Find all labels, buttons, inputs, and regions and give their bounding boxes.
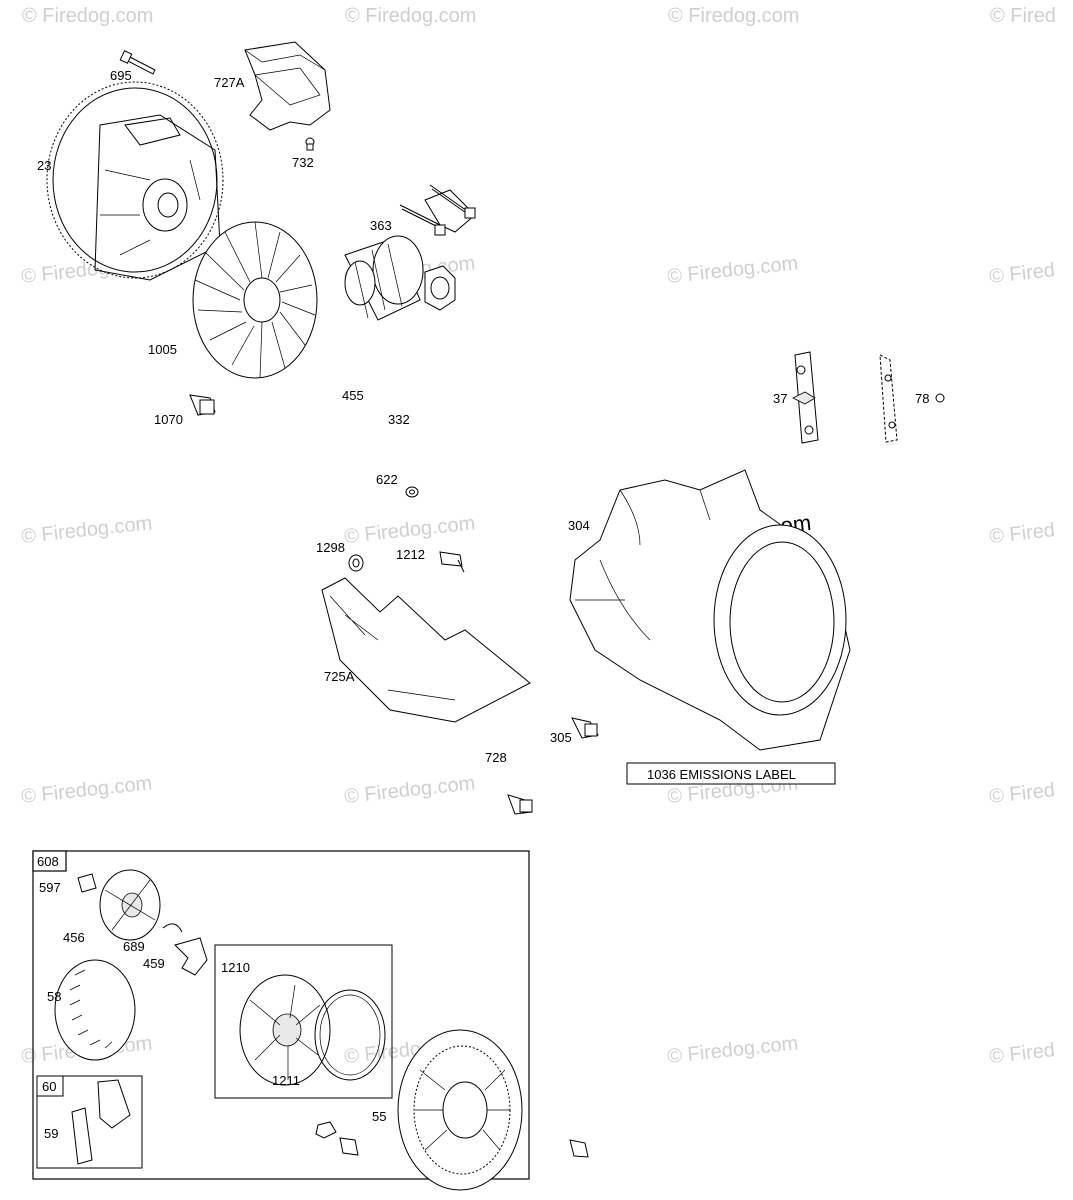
part-label-1005: 1005	[148, 342, 177, 357]
part-label-622: 622	[376, 472, 398, 487]
spring-58-drawing	[54, 959, 136, 1061]
watermark: © Firedog.com	[666, 1032, 799, 1068]
watermark: © Firedog.com	[343, 772, 476, 808]
shield-727a-drawing	[244, 41, 331, 131]
spring-1211-drawing	[314, 989, 386, 1081]
part-label-1211: 1211	[272, 1073, 300, 1088]
watermark: © Fired	[988, 1039, 1056, 1068]
housing-304-drawing	[569, 469, 851, 751]
part-label-1212: 1212	[396, 547, 425, 562]
nut-drawing	[315, 1121, 337, 1139]
gasket-78-drawing	[879, 354, 945, 443]
screw-loose-drawing	[569, 1139, 589, 1158]
part-label-597: 597	[39, 880, 61, 895]
watermark: © Firedog.com	[345, 5, 476, 27]
watermark: © Firedog.com	[22, 5, 153, 27]
part-label-23: 23	[37, 158, 51, 173]
screw-597-drawing	[77, 873, 97, 893]
screw-drawing	[339, 1137, 359, 1156]
part-label-363: 363	[370, 218, 392, 233]
grommet-1298-drawing	[348, 554, 364, 572]
kit-60-tag	[36, 1075, 64, 1097]
pawl-459-drawing	[174, 937, 208, 976]
kit-60-frame	[36, 1075, 143, 1169]
watermark: © Fired	[988, 519, 1056, 548]
clip-689-drawing	[162, 923, 183, 933]
part-label-59: 59	[44, 1126, 58, 1141]
plate-37-drawing	[792, 351, 819, 444]
part-label-732: 732	[292, 155, 314, 170]
watermark: © Fired	[990, 5, 1056, 27]
part-label-459: 459	[143, 956, 165, 971]
starter-kit-608: 608 597 456 689 459 58 1210	[32, 850, 530, 1191]
watermark: © Fired	[988, 259, 1056, 288]
part-label-689: 689	[123, 939, 145, 954]
part-label-37: 37	[773, 391, 787, 406]
nut-332-drawing	[424, 265, 456, 311]
washer-622-drawing	[405, 486, 419, 498]
part-label-78: 78	[915, 391, 929, 406]
part-label-727a: 727A	[214, 75, 245, 90]
watermark: © Firedog.com	[666, 252, 799, 288]
watermark: © Firedog.com	[668, 5, 799, 27]
part-label-60: 60	[42, 1079, 56, 1094]
fan-1005-drawing	[192, 221, 318, 379]
part-label-725a: 725A	[324, 669, 355, 684]
watermark: © Fired	[988, 779, 1056, 808]
part-label-456: 456	[63, 930, 85, 945]
plate-456-drawing	[99, 869, 161, 941]
bracket-363-drawing	[399, 184, 476, 236]
flywheel-drawing	[46, 81, 224, 281]
cup-455-drawing	[344, 235, 424, 321]
part-label-695: 695	[110, 68, 132, 83]
screw-305-drawing	[571, 717, 599, 739]
handle-insert-59-drawing	[71, 1107, 93, 1165]
handle-60-drawing	[97, 1079, 131, 1129]
bolt-695-drawing	[119, 50, 156, 75]
kit-608-frame	[32, 850, 530, 1180]
screw-732-drawing	[305, 137, 315, 151]
screw-1070-drawing	[189, 394, 216, 416]
stud-1212-drawing	[439, 551, 465, 573]
part-label-455: 455	[342, 388, 364, 403]
kit-1210-frame	[214, 944, 393, 1099]
part-label-1070: 1070	[154, 412, 183, 427]
cover-725a-drawing	[321, 577, 531, 723]
starter-housing-55-drawing	[397, 1029, 523, 1191]
part-label-304: 304	[568, 518, 590, 533]
pulley-1210-drawing	[239, 974, 331, 1086]
part-label-1210: 1210	[221, 960, 250, 975]
watermark: © Firedog.com	[20, 512, 153, 548]
watermark: © Firedog.com	[20, 772, 153, 808]
part-label-332: 332	[388, 412, 410, 427]
emissions-label-box	[626, 762, 836, 785]
kit-608-tag	[32, 850, 67, 872]
part-label-728: 728	[485, 750, 507, 765]
watermark: © Firedog.com	[343, 512, 476, 548]
part-label-305: 305	[550, 730, 572, 745]
part-label-608: 608	[37, 854, 59, 869]
part-label-1298: 1298	[316, 540, 345, 555]
emissions-label: 1036 EMISSIONS LABEL	[647, 767, 796, 782]
part-label-55: 55	[372, 1109, 386, 1124]
screw-728-drawing	[507, 794, 533, 815]
part-label-58: 58	[47, 989, 61, 1004]
